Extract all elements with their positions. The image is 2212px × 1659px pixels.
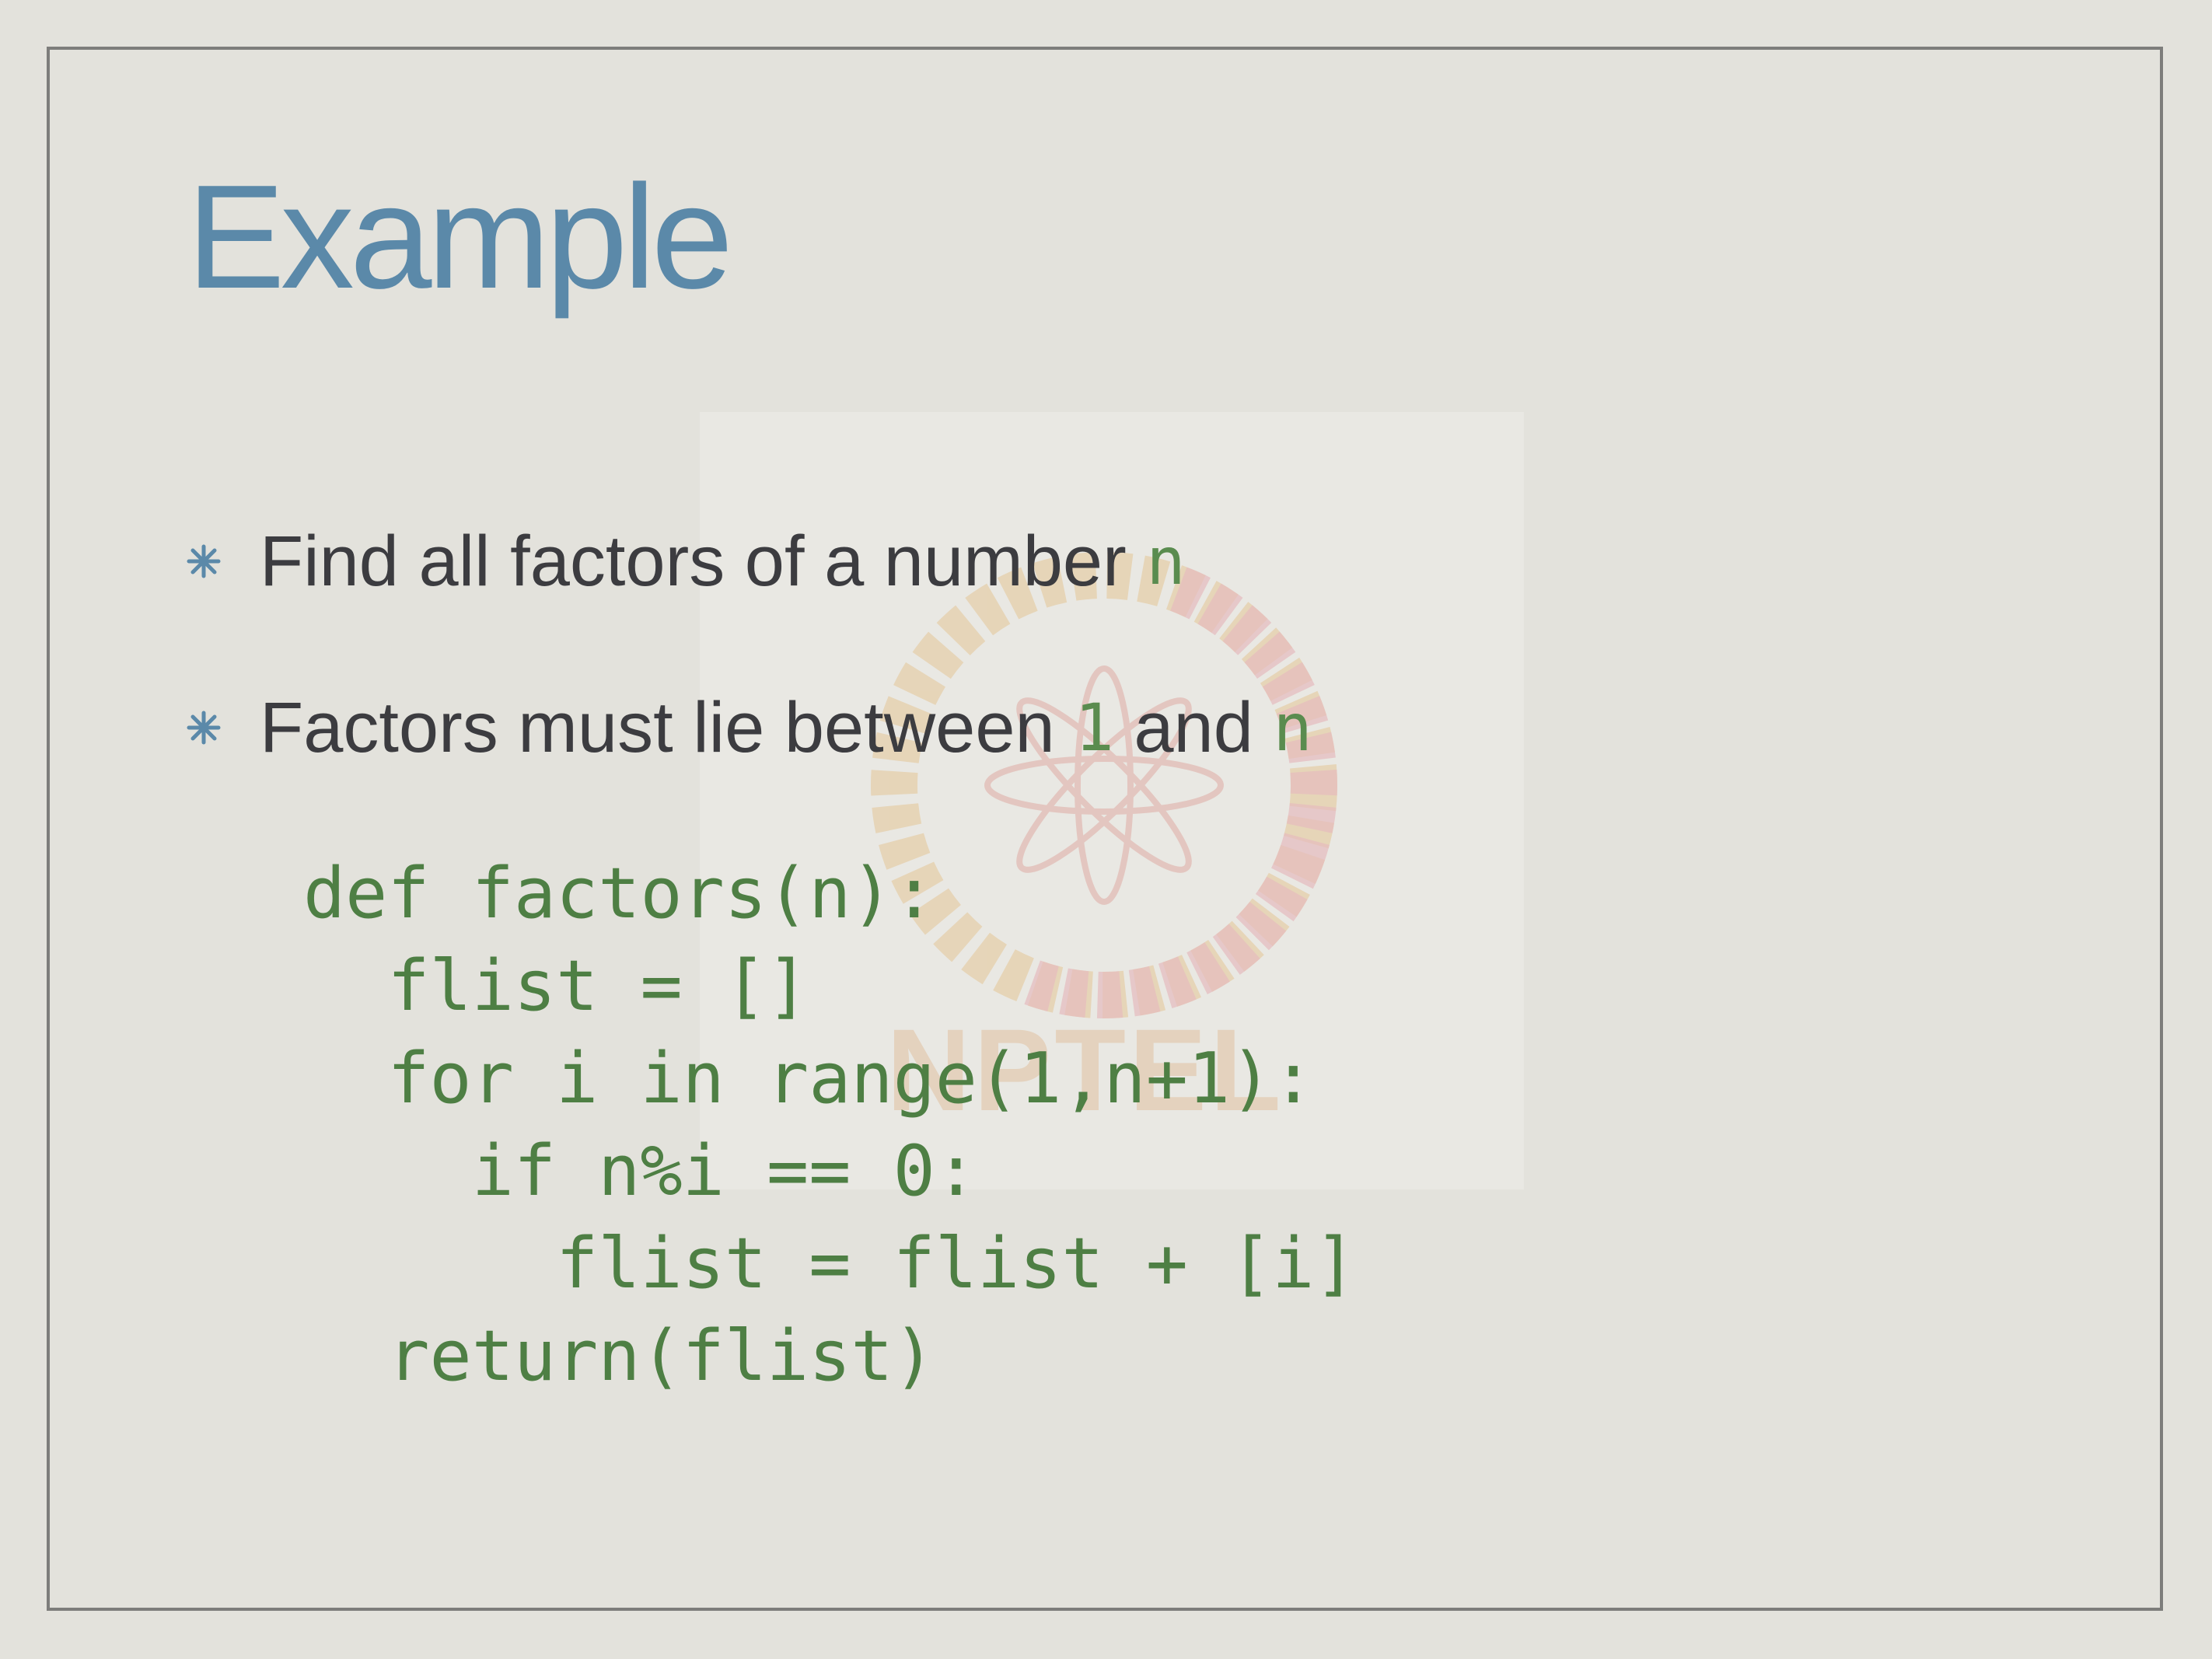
bullet-variable: n	[1146, 523, 1186, 599]
code-line: for i in range(1,n+1):	[303, 1038, 1315, 1119]
bullet-text: Find all factors of a number	[260, 522, 1147, 601]
nptel-watermark-text: NPTEL	[886, 1004, 1284, 1135]
code-block: def factors(n): flist = [] for i in rang…	[303, 847, 1357, 1402]
slide-title: Example	[187, 155, 733, 320]
bullet-item: Find all factors of a number n	[187, 526, 1186, 597]
code-line: flist = []	[303, 945, 809, 1027]
nptel-logo-icon	[871, 552, 1337, 1018]
bullet-text: Factors must lie between	[260, 688, 1075, 767]
code-line: flist = flist + [i]	[303, 1223, 1357, 1304]
bullet-text: and	[1113, 688, 1274, 767]
bullet-variable: 1	[1075, 690, 1114, 766]
asterisk-bullet-icon	[187, 544, 221, 578]
bullet-item: Factors must lie between 1 and n	[187, 692, 1312, 763]
code-line: if n%i == 0:	[303, 1130, 977, 1212]
code-line: def factors(n):	[303, 853, 935, 934]
bullet-variable: n	[1273, 690, 1312, 766]
code-line: return(flist)	[303, 1315, 935, 1397]
asterisk-bullet-icon	[187, 711, 221, 745]
nptel-watermark: NPTEL	[700, 412, 1524, 1189]
slide-frame	[47, 47, 2163, 1611]
